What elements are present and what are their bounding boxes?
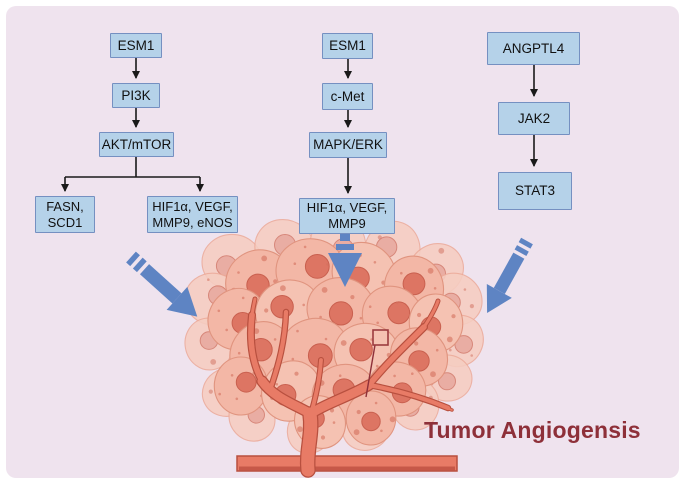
node-angptl4: ANGPTL4 (487, 32, 580, 65)
arrow-middle-icon (328, 233, 362, 287)
node-esm1-middle: ESM1 (322, 33, 373, 59)
node-akt-mtor: AKT/mTOR (99, 132, 174, 157)
blood-vessel (236, 296, 458, 478)
callout-square (365, 329, 389, 398)
node-stat3: STAT3 (498, 172, 572, 210)
node-mapk-erk: MAPK/ERK (309, 132, 387, 158)
figure-title: Tumor Angiogensis (424, 417, 641, 443)
node-jak2: JAK2 (498, 102, 570, 135)
arrow-right-icon (486, 237, 533, 313)
node-fasn-scd1: FASN, SCD1 (35, 196, 95, 233)
node-hif1a-vegf-mmp9-enos: HIF1α, VEGF, MMP9, eNOS (147, 196, 238, 233)
node-hif1a-vegf-mmp9: HIF1α, VEGF, MMP9 (299, 198, 395, 234)
node-pi3k: PI3K (112, 83, 160, 108)
node-c-met: c-Met (322, 83, 373, 110)
arrow-left-icon (126, 251, 198, 317)
node-esm1-left: ESM1 (110, 33, 162, 58)
flowchart-connectors (61, 58, 538, 194)
